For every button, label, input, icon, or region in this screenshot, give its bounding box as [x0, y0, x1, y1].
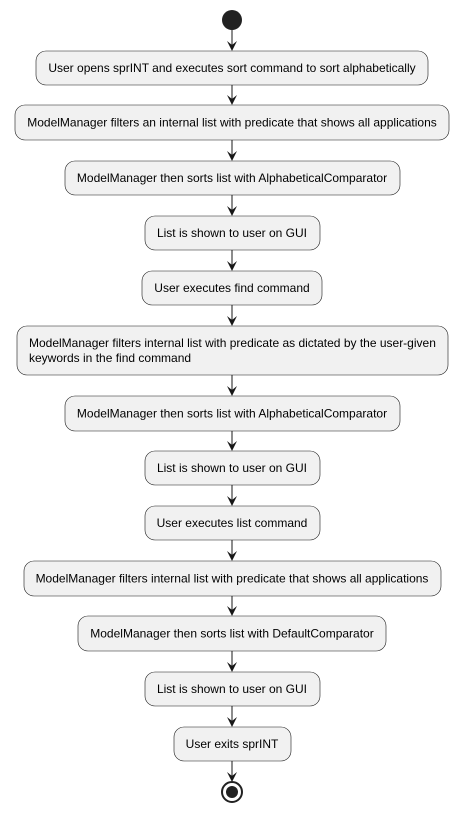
- flow-arrow: [227, 651, 237, 672]
- activity-step-label: User executes list command: [157, 516, 308, 530]
- start-node: [222, 10, 242, 30]
- activity-step-label: ModelManager then sorts list with Defaul…: [90, 627, 373, 641]
- flow-arrow: [227, 706, 237, 727]
- activity-step-label: List is shown to user on GUI: [157, 461, 307, 475]
- activity-step-label: ModelManager filters internal list with …: [29, 336, 436, 350]
- activity-step: ModelManager filters internal list with …: [16, 325, 449, 376]
- flow-arrow: [227, 540, 237, 561]
- activity-step: ModelManager then sorts list with Defaul…: [77, 615, 387, 652]
- activity-step: ModelManager filters an internal list wi…: [14, 104, 450, 141]
- flow-arrow: [227, 431, 237, 451]
- end-node: [221, 781, 243, 803]
- activity-step: User opens sprINT and executes sort comm…: [35, 50, 429, 86]
- flow-arrow: [227, 195, 237, 216]
- activity-step: User executes find command: [141, 270, 323, 306]
- flow-arrow: [227, 30, 237, 51]
- activity-step: User exits sprINT: [173, 726, 292, 762]
- flow-arrow: [227, 485, 237, 506]
- activity-step: User executes list command: [144, 505, 321, 541]
- activity-step-label: ModelManager filters an internal list wi…: [27, 116, 437, 130]
- activity-step-label: ModelManager then sorts list with Alphab…: [77, 407, 387, 421]
- activity-step-label: List is shown to user on GUI: [157, 682, 307, 696]
- activity-step: ModelManager then sorts list with Alphab…: [64, 395, 401, 432]
- activity-step: List is shown to user on GUI: [144, 671, 321, 707]
- activity-step-label: ModelManager filters internal list with …: [36, 572, 429, 586]
- flow-arrow: [227, 250, 237, 271]
- activity-step: ModelManager filters internal list with …: [23, 560, 442, 597]
- activity-step: ModelManager then sorts list with Alphab…: [64, 160, 401, 196]
- activity-step-label: List is shown to user on GUI: [157, 226, 307, 240]
- flow-arrow: [227, 305, 237, 326]
- flow-arrow: [227, 85, 237, 105]
- flow-arrow: [227, 140, 237, 161]
- activity-step: List is shown to user on GUI: [144, 450, 321, 486]
- activity-step-label: keywords in the find command: [29, 351, 191, 365]
- flow-arrow: [227, 375, 237, 396]
- activity-step: List is shown to user on GUI: [144, 215, 321, 251]
- flow-arrow: [227, 596, 237, 616]
- activity-step-label: User opens sprINT and executes sort comm…: [48, 61, 415, 75]
- activity-step-label: User executes find command: [154, 281, 309, 295]
- activity-step-label: User exits sprINT: [186, 737, 279, 751]
- flow-arrow: [227, 761, 237, 782]
- activity-step-label: ModelManager then sorts list with Alphab…: [77, 171, 387, 185]
